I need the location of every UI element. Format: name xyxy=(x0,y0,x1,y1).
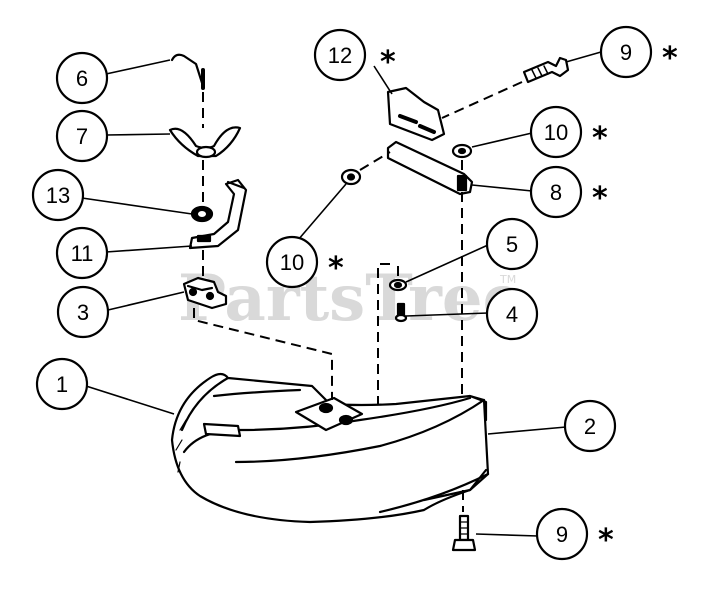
callout-5-label: 5 xyxy=(506,232,518,257)
part-1-2-deflector xyxy=(170,372,490,524)
part-4-screw xyxy=(394,302,408,323)
part-3-clamp xyxy=(182,276,228,310)
part-10-nut-left xyxy=(340,168,362,186)
callout-2: 2 xyxy=(563,399,617,453)
watermark: PartsTree TM xyxy=(178,261,523,336)
callout-6: 6 xyxy=(55,51,109,105)
watermark-text: PartsTree xyxy=(178,261,523,336)
asterisk-12: * xyxy=(380,45,396,80)
callout-12-label: 12 xyxy=(328,43,352,68)
part-7-wing-nut xyxy=(168,126,242,159)
callout-8: 8 xyxy=(529,165,583,219)
callout-9-top: 9 xyxy=(599,25,653,79)
callout-1-label: 1 xyxy=(56,372,68,397)
part-13-washer xyxy=(190,205,214,223)
callout-13-label: 13 xyxy=(46,183,70,208)
part-5-washer xyxy=(388,278,408,292)
part-11-bracket xyxy=(188,178,248,250)
assembly-line-clamp xyxy=(193,308,333,400)
callout-1: 1 xyxy=(35,357,89,411)
callout-10-left: 10 xyxy=(265,235,319,289)
assembly-line-nut-left xyxy=(359,151,391,171)
asterisk-10-right: * xyxy=(592,121,608,156)
assembly-line-washer xyxy=(377,263,390,404)
callout-10-right-label: 10 xyxy=(544,120,568,145)
asterisk-9-top: * xyxy=(662,41,678,76)
callout-9-bottom-label: 9 xyxy=(556,522,568,547)
callout-4: 4 xyxy=(485,287,539,341)
watermark-trademark: TM xyxy=(499,273,516,286)
asterisk-9-bottom: * xyxy=(598,523,614,558)
callout-7-label: 7 xyxy=(76,124,88,149)
leader-lines xyxy=(81,51,602,537)
callout-3-label: 3 xyxy=(77,300,89,325)
callout-2-label: 2 xyxy=(584,414,596,439)
callout-10-left-label: 10 xyxy=(280,250,304,275)
callout-5: 5 xyxy=(485,217,539,271)
callout-4-label: 4 xyxy=(506,302,518,327)
callout-13: 13 xyxy=(31,168,85,222)
callout-11-label: 11 xyxy=(71,241,94,266)
callout-12: 12 xyxy=(313,28,367,82)
assembly-line-bolt-top xyxy=(441,81,523,119)
callout-9-top-label: 9 xyxy=(620,40,632,65)
callout-8-label: 8 xyxy=(550,180,562,205)
part-9-bolt-top xyxy=(522,56,570,84)
assembly-lines xyxy=(193,81,523,512)
part-10-nut-right xyxy=(451,143,473,159)
callout-10-right: 10 xyxy=(529,105,583,159)
asterisk-10-left: * xyxy=(328,251,344,286)
callout-7: 7 xyxy=(55,109,109,163)
callout-3: 3 xyxy=(56,285,110,339)
asterisk-8: * xyxy=(592,181,608,216)
asterisks: * * * * * * xyxy=(328,41,678,558)
callout-11: 11 xyxy=(55,226,109,280)
callout-9-bottom: 9 xyxy=(535,507,589,561)
callout-6-label: 6 xyxy=(76,66,88,91)
part-9-bolt-bottom xyxy=(451,514,477,552)
part-6-pin xyxy=(170,53,205,90)
callouts: 6 7 13 11 3 1 12 9 xyxy=(31,25,653,561)
part-12-plate xyxy=(386,86,446,142)
